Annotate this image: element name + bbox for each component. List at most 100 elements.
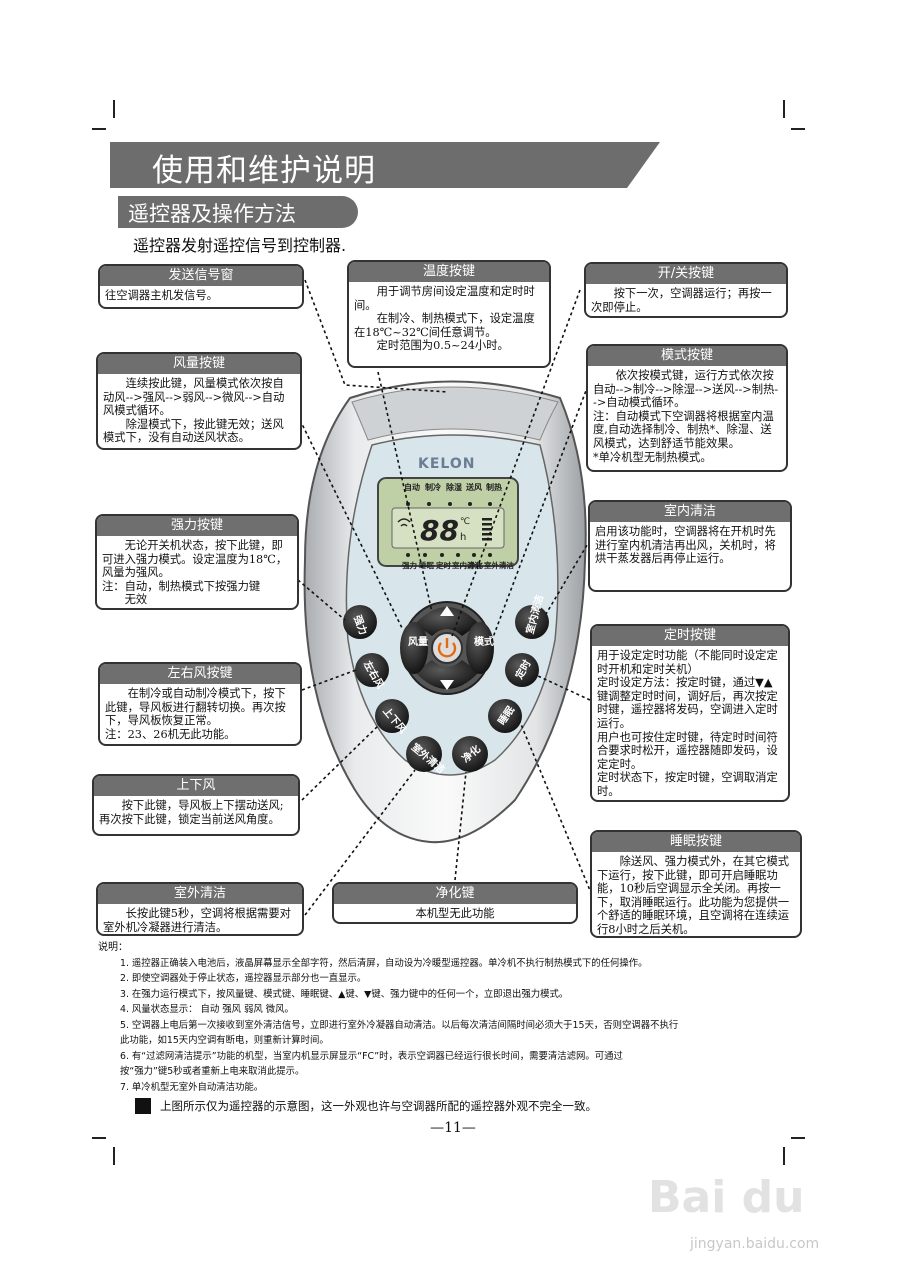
up-arrow-icon (440, 606, 454, 616)
sleep-button: 睡眠 (488, 699, 522, 733)
note-item: 2. 即使空调器处于停止状态，遥控器显示部分也一直显示。 (120, 973, 367, 984)
lcd-label-sleep: 睡眠 (419, 560, 434, 570)
crop-mark (92, 1137, 106, 1139)
callout-power-button: 开/关按键 按下一次，空调器运行；再按一次即停止。 (584, 262, 788, 318)
callout-body: 无论开关机状态，按下此键，即可进入强力模式。设定温度为18℃，风量为强风。 注：… (102, 539, 288, 607)
svg-text:模式: 模式 (474, 635, 494, 648)
lcd-label-fan: 送风 (465, 482, 482, 492)
disclaimer: 上图所示仅为遥控器的示意图，这一外观也许与空调器所配的遥控器外观不完全一致。 (160, 1099, 597, 1113)
note-item: 4. 风量状态显示： 自动 强风 弱风 微风。 (120, 1004, 294, 1015)
lcd-label-auto: 自动 (404, 482, 420, 492)
callout-title: 室外清洁 (98, 884, 302, 904)
lcd-label-indoor-clean: 室内清洁 (452, 560, 482, 570)
note-item: 6. 有“过滤网清洁提示”功能的机型，当室内机显示屏显示“FC”时，表示空调器已… (120, 1050, 623, 1078)
callout-sleep-button: 睡眠按键 除送风、强力模式外，在其它模式下运行，按下此键，即可开启睡眠功能，10… (590, 830, 802, 938)
leader-lines (297, 279, 595, 916)
callout-mode-button: 模式按键 依次按模式键，运行方式依次按自动-->制冷-->除湿-->送风-->制… (586, 344, 788, 472)
callout-body: 往空调器主机发信号。 (105, 289, 218, 302)
callout-title: 开/关按键 (586, 264, 786, 284)
swing-ud-button: 上下风 (375, 699, 409, 736)
lcd-unit: ℃ (460, 517, 470, 527)
crop-mark (791, 128, 805, 130)
down-arrow-icon (440, 680, 454, 690)
crop-mark (113, 1147, 115, 1165)
callout-body: 在制冷或自动制冷模式下，按下此键，导风板进行翻转切换。再次按下，导风板恢复正常。… (105, 687, 286, 741)
callout-title: 睡眠按键 (592, 832, 800, 852)
note-item: 3. 在强力运行模式下，按风量键、模式键、睡眠键、▲键、▼键、强力键中的任何一个… (120, 988, 569, 1000)
lcd-label-outdoor-clean: 室外清洁 (484, 560, 514, 570)
callout-timer-button: 定时按键 用于设定定时功能（不能同时设定定时开机和定时关机） 定时设定方法：按定… (590, 624, 790, 802)
crop-mark (92, 128, 106, 130)
lcd-h: h (460, 532, 466, 543)
lcd-digits: 88 (420, 514, 459, 547)
lcd-label-purify: 净化 (468, 560, 483, 570)
crop-mark (783, 100, 785, 118)
down-button (415, 660, 479, 689)
page-title-banner: 使用和维护说明 (110, 142, 660, 188)
callout-body: 本机型无此功能 (415, 907, 495, 920)
callout-body: 按下此键，导风板上下摆动送风;再次按下此键，锁定当前送风角度。 (99, 799, 284, 826)
section-title: 遥控器及操作方法 (128, 202, 296, 226)
note-item: 7. 单冷机型无室外自动清洁功能。 (120, 1081, 264, 1093)
lcd-label-heat: 制热 (486, 482, 502, 492)
callout-title: 发送信号窗 (100, 266, 302, 286)
callout-title: 上下风 (94, 776, 298, 796)
svg-text:风量: 风量 (408, 635, 428, 648)
callout-title: 模式按键 (588, 346, 786, 366)
callout-body: 按下一次，空调器运行；再按一次即停止。 (591, 287, 772, 314)
callout-indoor-clean-button: 室内清洁 启用该功能时，空调器将在开机时先进行室内机清洁再出风，关机时，将烘干蒸… (588, 500, 792, 592)
pencil-icon (135, 1098, 151, 1114)
callout-title: 室内清洁 (590, 502, 790, 522)
fan-button (400, 622, 428, 674)
watermark-url: jingyan.baidu.com (690, 1236, 820, 1252)
callout-swing-lr-button: 左右风按键 在制冷或自动制冷模式下，按下此键，导风板进行翻转切换。再次按下，导风… (98, 662, 302, 746)
strong-button: 强力 (343, 605, 377, 639)
crop-mark (791, 1137, 805, 1139)
callout-strong-button: 强力按键 无论开关机状态，按下此键，即可进入强力模式。设定温度为18℃，风量为强… (95, 514, 299, 610)
callout-swing-ud-button: 上下风 按下此键，导风板上下摆动送风;再次按下此键，锁定当前送风角度。 (92, 774, 300, 836)
page-number: —11— (430, 1120, 476, 1136)
timer-button: 定时 (505, 653, 539, 687)
notes-section: 说明： 1. 遥控器正确装入电池后，液晶屏幕显示全部字符，然后清屏，自动设为冷暖… (98, 940, 818, 1095)
callout-body: 依次按模式键，运行方式依次按自动-->制冷-->除湿-->送风-->制热-->自… (593, 369, 779, 464)
callout-title: 温度按键 (349, 262, 549, 282)
note-item: 5. 空调器上电后第一次接收到室外清洁信号，立即进行室外冷凝器自动清洁。以后每次… (120, 1019, 679, 1047)
callout-body: 长按此键5秒，空调将根据需要对室外机冷凝器进行清洁。 (103, 907, 291, 934)
callout-body: 用于调节房间设定温度和定时时间。 在制冷、制热模式下，设定温度在18℃~32℃间… (354, 285, 535, 353)
remote-illustration: 自动 制冷 除湿 送风 制热 88 ℃ h 强力 睡眠 定时 室内清洁 净化 室… (297, 279, 595, 916)
intro-text: 遥控器发射遥控信号到控制器. (133, 236, 347, 255)
power-icon (437, 638, 457, 658)
lcd-label-cool: 制冷 (425, 482, 441, 492)
callout-body: 除送风、强力模式外，在其它模式下运行，按下此键，即可开启睡眠功能，10秒后空调显… (597, 855, 790, 936)
callout-body: 用于设定定时功能（不能同时设定定时开机和定时关机） 定时设定方法：按定时键，通过… (597, 649, 778, 798)
note-item: 1. 遥控器正确装入电池后，液晶屏幕显示全部字符，然后清屏，自动设为冷暖型遥控器… (120, 957, 648, 969)
callout-body: 启用该功能时，空调器将在开机时先进行室内机清洁再出风，关机时，将烘干蒸发器后再停… (595, 525, 776, 566)
callout-title: 定时按键 (592, 626, 788, 646)
swing-lr-button: 左右风 (355, 653, 389, 691)
crop-mark (783, 1147, 785, 1165)
callout-body: 连续按此键，风量模式依次按自动风-->强风-->弱风-->微风-->自动风模式循… (103, 377, 285, 445)
lcd-label-timer: 定时 (436, 560, 451, 570)
callout-fan-button: 风量按键 连续按此键，风量模式依次按自动风-->强风-->弱风-->微风-->自… (96, 352, 302, 450)
notes-label: 说明： (98, 942, 128, 953)
brand-logo: KELON (418, 456, 475, 472)
callout-title: 强力按键 (97, 516, 297, 536)
signal-icon (397, 518, 411, 527)
crop-mark (113, 100, 115, 118)
callout-title: 净化键 (334, 884, 576, 904)
baidu-watermark-logo: Bai du 经验 (648, 1172, 808, 1223)
purify-button: 净化 (452, 736, 488, 772)
callout-outdoor-clean-button: 室外清洁 长按此键5秒，空调将根据需要对室外机冷凝器进行清洁。 (96, 882, 304, 936)
up-button (415, 607, 479, 636)
lcd-label-dry: 除湿 (446, 482, 462, 492)
callout-title: 左右风按键 (100, 664, 300, 684)
callout-temp-button: 温度按键 用于调节房间设定温度和定时时间。 在制冷、制热模式下，设定温度在18℃… (347, 260, 551, 368)
page-title: 使用和维护说明 (152, 153, 376, 189)
callout-send-window: 发送信号窗 往空调器主机发信号。 (98, 264, 304, 309)
callout-purify-button: 净化键 本机型无此功能 (332, 882, 578, 924)
section-title-banner: 遥控器及操作方法 (118, 196, 358, 228)
callout-title: 风量按键 (98, 354, 300, 374)
lcd-label-strong: 强力 (402, 560, 417, 570)
mode-button (466, 622, 494, 674)
svg-text:Bai du 经验: Bai du 经验 (648, 1172, 808, 1223)
